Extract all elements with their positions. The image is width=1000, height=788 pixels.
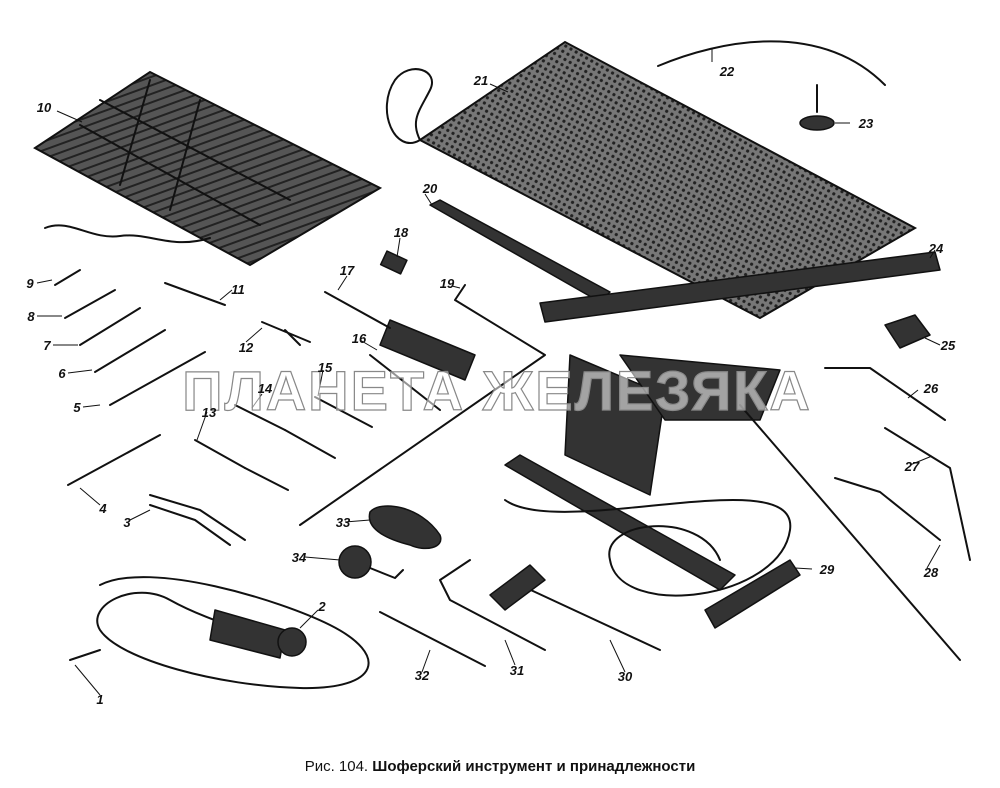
- callout-8: 8: [27, 309, 35, 324]
- wheel-brace-27: [884, 427, 971, 561]
- figure-caption: Рис. 104. Шоферский инструмент и принадл…: [0, 758, 1000, 775]
- pliers: [149, 494, 246, 546]
- wrench-5: [109, 351, 206, 406]
- callout-29: 29: [819, 562, 835, 577]
- tool-12: [261, 321, 311, 346]
- tire-pump: [504, 454, 801, 629]
- callout-34: 34: [292, 550, 307, 565]
- callout-2: 2: [317, 599, 326, 614]
- callout-22: 22: [719, 64, 735, 79]
- callout-15: 15: [318, 360, 333, 375]
- callout-4: 4: [98, 501, 107, 516]
- callout-25: 25: [940, 338, 956, 353]
- callout-14: 14: [258, 381, 273, 396]
- caption-title: Шоферский инструмент и принадлежности: [372, 758, 696, 775]
- callout-10: 10: [37, 100, 52, 115]
- luggage-net: [385, 40, 918, 320]
- callout-33: 33: [336, 515, 351, 530]
- socket-wrench-31: [439, 559, 546, 651]
- tube-wrench-32: [379, 611, 486, 667]
- screwdriver-13-handle: [244, 467, 289, 491]
- wrench-6: [94, 329, 166, 373]
- callout-18: 18: [394, 225, 409, 240]
- callout-11: 11: [231, 282, 245, 297]
- callout-20: 20: [422, 181, 438, 196]
- drift-11: [164, 282, 226, 306]
- callout-31: 31: [510, 663, 524, 678]
- callout-28: 28: [923, 565, 939, 580]
- watermark: ПЛАНЕТА ЖЕЛЕЗЯКА: [182, 359, 812, 422]
- callout-13: 13: [202, 405, 217, 420]
- wheel-wrench-26: [824, 367, 946, 421]
- pressure-gauge: [338, 545, 404, 579]
- jack: [539, 251, 961, 661]
- callout-23: 23: [858, 116, 874, 131]
- callout-9: 9: [26, 276, 34, 291]
- callout-30: 30: [618, 669, 633, 684]
- callout-7: 7: [43, 338, 51, 353]
- callout-27: 27: [904, 459, 920, 474]
- caption-prefix: Рис. 104.: [304, 758, 369, 775]
- callout-1: 1: [96, 692, 103, 707]
- rubber-hose: [657, 40, 886, 86]
- callout-19: 19: [440, 276, 455, 291]
- callout-21: 21: [473, 73, 488, 88]
- callout-3: 3: [123, 515, 131, 530]
- callout-6: 6: [58, 366, 66, 381]
- nozzle-18: [379, 250, 408, 275]
- adjustable-wrench: [67, 434, 161, 486]
- wheel-wrench-28: [834, 477, 941, 541]
- inspection-lamp: [69, 576, 370, 690]
- callout-5: 5: [73, 400, 81, 415]
- screwdriver-14: [234, 404, 286, 431]
- callout-17: 17: [340, 263, 355, 278]
- screwdriver-14-handle: [284, 429, 336, 459]
- callout-16: 16: [352, 331, 367, 346]
- callout-32: 32: [415, 668, 430, 683]
- callout-labels: 1 2 3 4 5 6 7 8 9 10 11 12 13 14 15 16 1…: [26, 64, 956, 707]
- jack-pad: [884, 314, 931, 349]
- punch-15: [314, 396, 373, 428]
- hammer: [489, 564, 661, 651]
- wrench-9: [54, 269, 81, 286]
- cap-stand: [799, 84, 835, 131]
- tire-lever: [429, 199, 611, 303]
- wrench-8: [64, 289, 116, 319]
- gasket: [368, 505, 442, 550]
- screwdriver-13: [194, 439, 246, 469]
- wrench-7: [79, 307, 141, 346]
- callout-26: 26: [923, 381, 939, 396]
- callout-24: 24: [928, 241, 944, 256]
- crank-handle: [299, 284, 546, 526]
- callout-12: 12: [239, 340, 254, 355]
- grease-gun: [324, 291, 476, 411]
- leader-lines: [36, 48, 941, 696]
- tool-roll-bag: [33, 70, 383, 267]
